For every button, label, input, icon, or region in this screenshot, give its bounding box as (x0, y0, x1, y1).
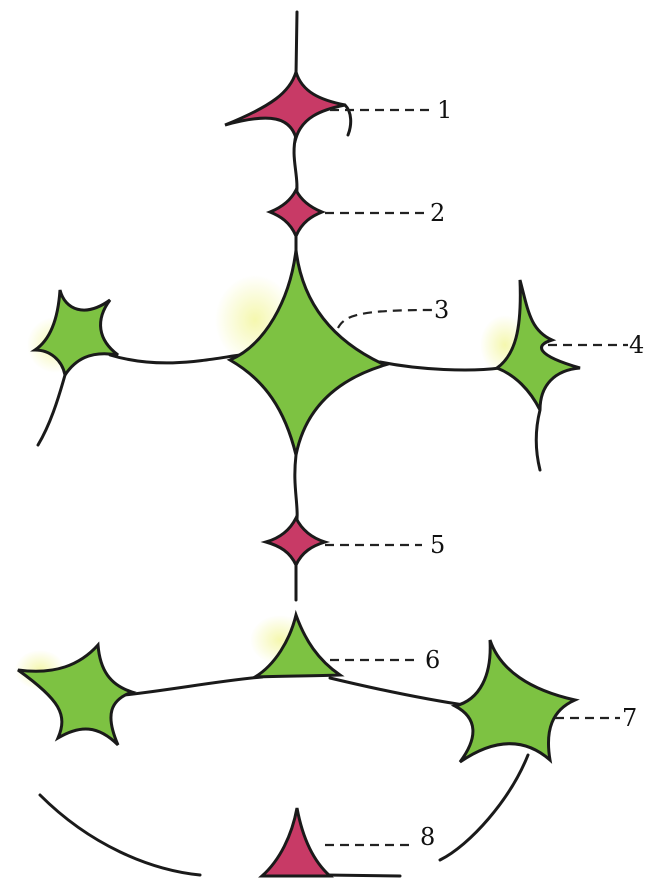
node-5-pink (266, 518, 325, 565)
label-1: 1 (437, 96, 452, 124)
label-8: 8 (420, 823, 435, 851)
node-7-green (455, 640, 575, 762)
node-2-pink (270, 190, 322, 236)
label-6: 6 (425, 646, 440, 674)
connector-lines (40, 12, 528, 876)
label-5: 5 (430, 531, 445, 559)
node-1-pink (225, 72, 345, 138)
label-2: 2 (430, 199, 445, 227)
label-7: 7 (622, 704, 637, 732)
node-8-pink (262, 808, 330, 876)
label-4: 4 (629, 331, 644, 359)
label-3: 3 (434, 296, 449, 324)
